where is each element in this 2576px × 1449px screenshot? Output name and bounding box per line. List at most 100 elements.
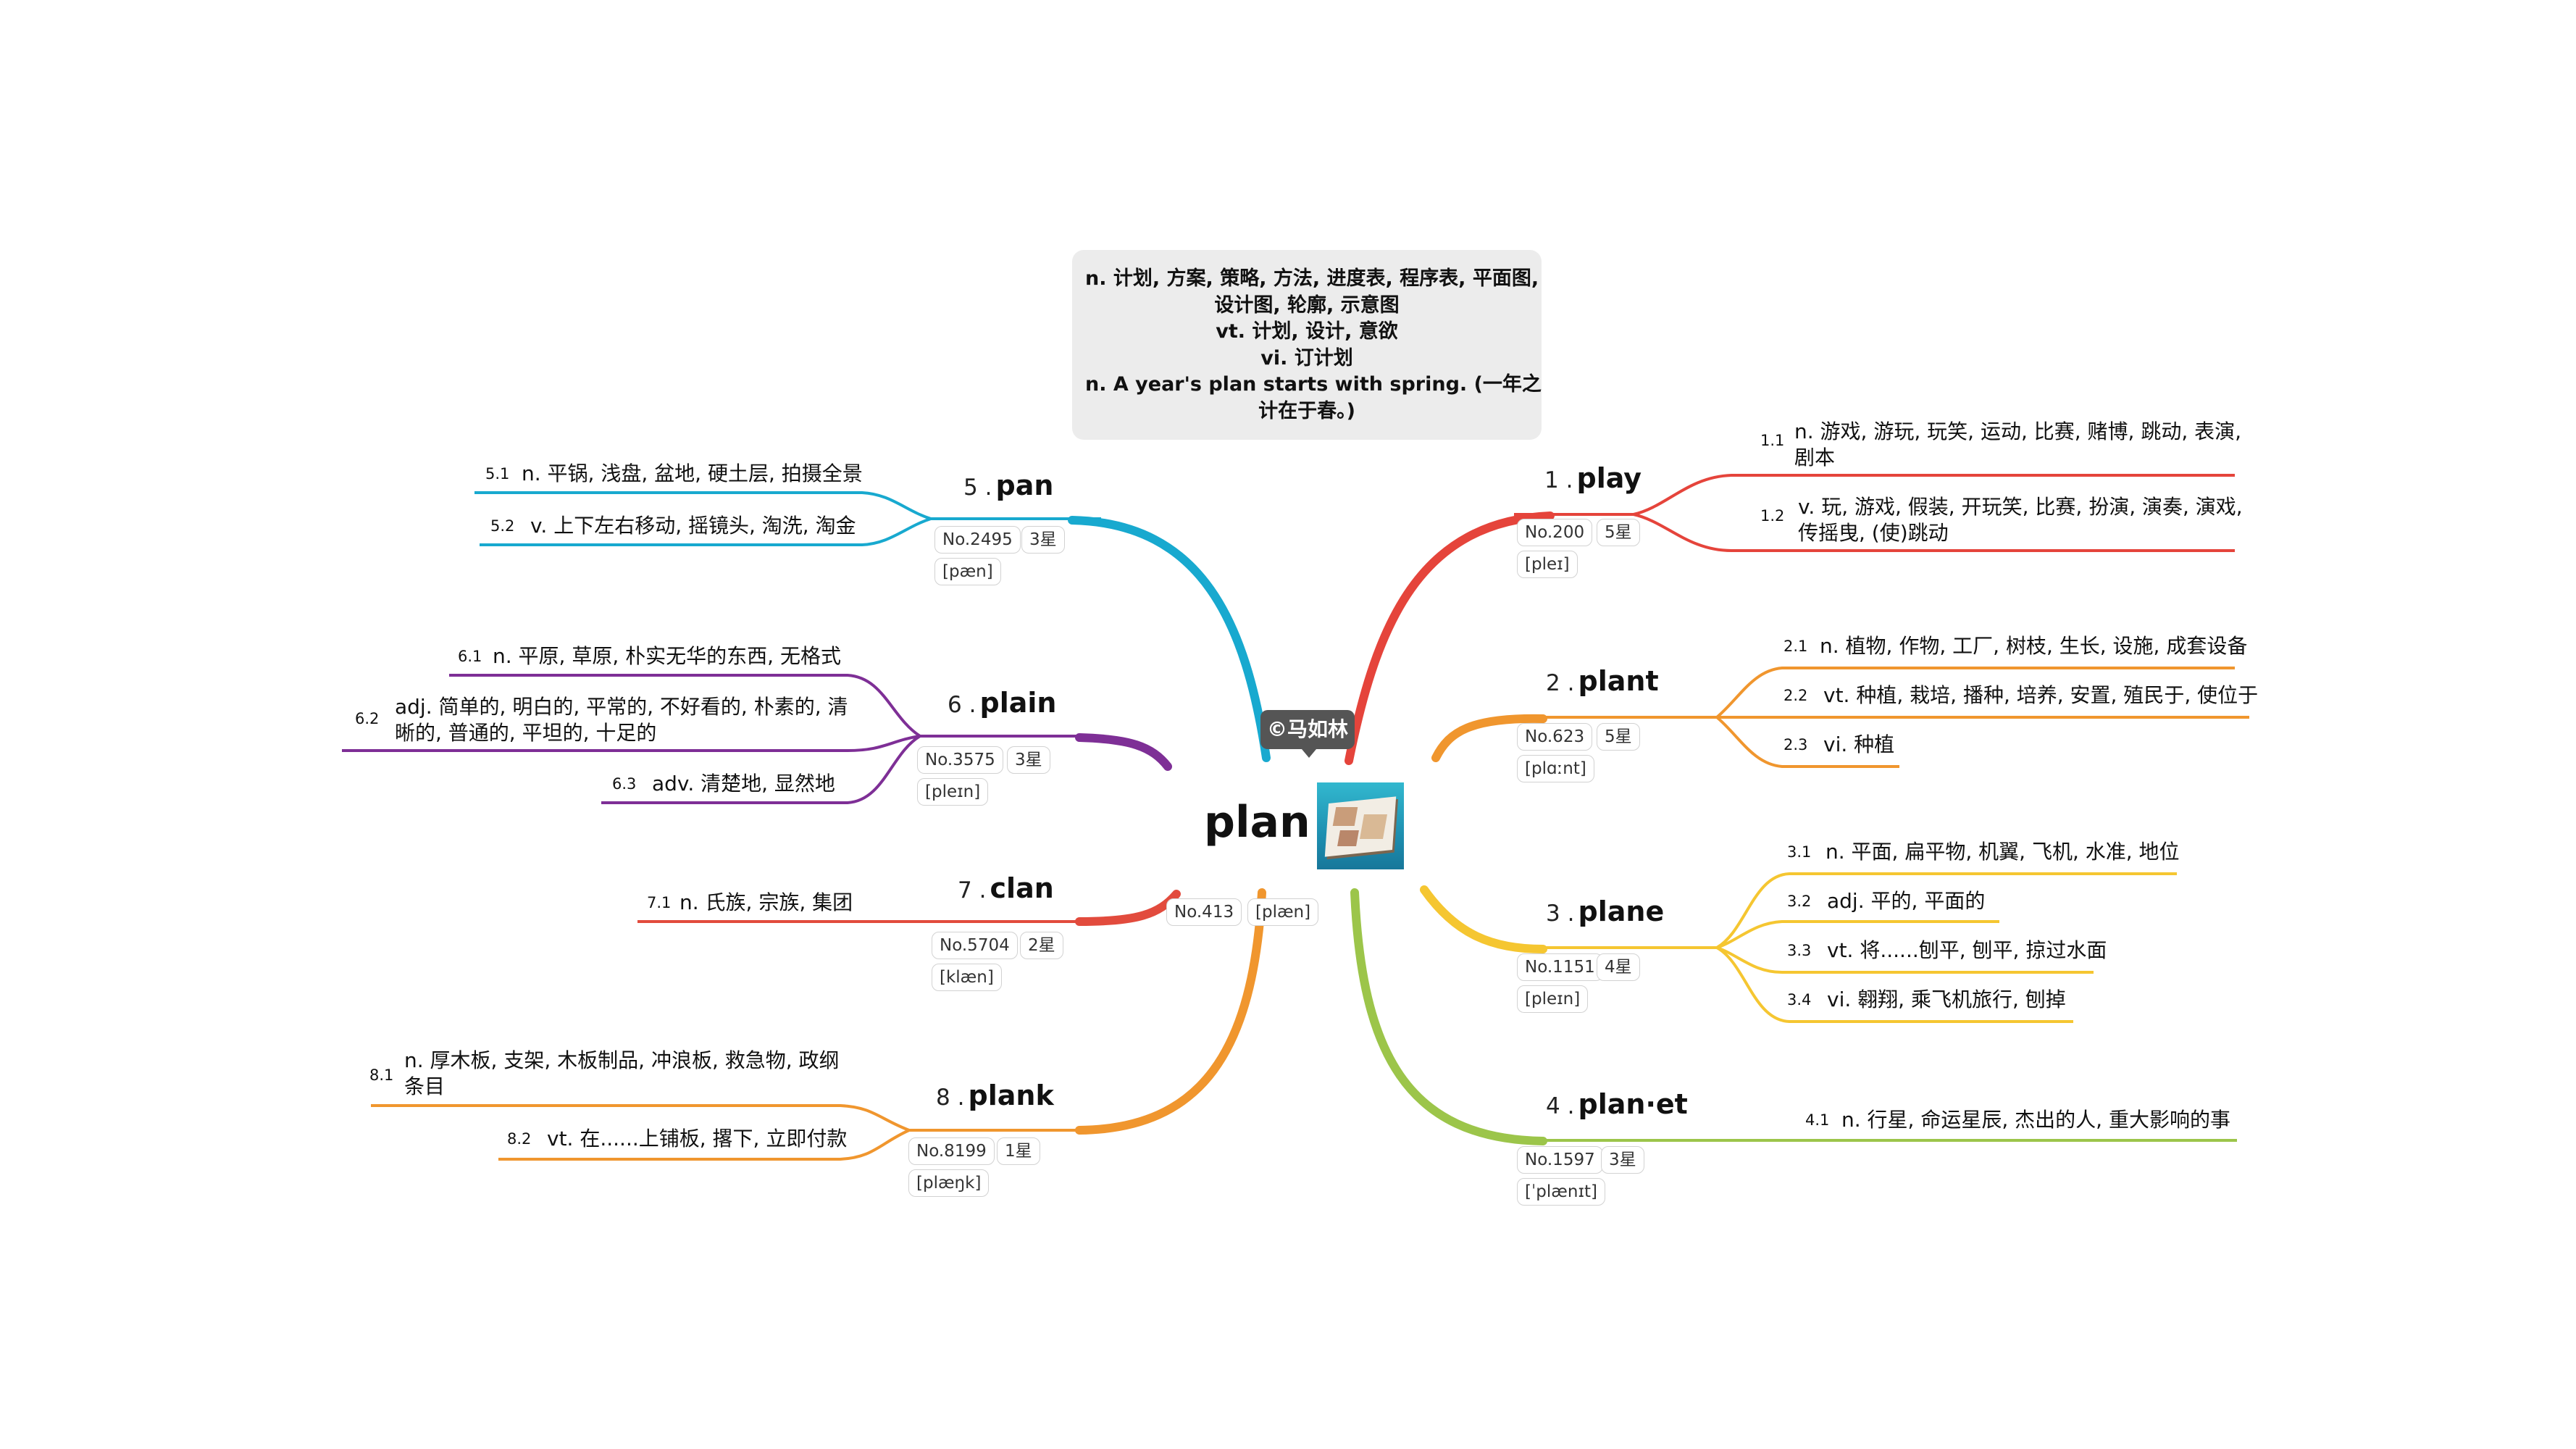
- star-tag: 2星: [1020, 932, 1063, 959]
- sense-text: vi. 种植: [1823, 732, 1895, 756]
- phonetic-tag: [ˈplænɪt]: [1517, 1178, 1605, 1206]
- branch-line-plain: [1075, 733, 1172, 771]
- phonetic-tag: [plæŋk]: [908, 1169, 990, 1197]
- house-floor-plan-image: [1317, 782, 1404, 869]
- sense-line: 传摇曳, (使)跳动: [1798, 521, 1949, 545]
- rank-tag: No.200: [1517, 519, 1593, 546]
- branch-number: 1 .: [1544, 467, 1573, 493]
- branch-line-plant: [1431, 714, 1547, 762]
- phonetic-tag: [plɑːnt]: [1517, 755, 1594, 782]
- rank-tag: No.623: [1517, 723, 1593, 751]
- definitions-note: n. 计划, 方案, 策略, 方法, 进度表, 程序表, 平面图, 设计图, 轮…: [1072, 250, 1542, 440]
- sense-number: 1.2: [1760, 507, 1785, 525]
- rank-tag: No.2495: [934, 526, 1021, 554]
- sense-line: 晰的, 普通的, 平坦的, 十足的: [395, 721, 657, 745]
- sense-number: 4.1: [1805, 1111, 1830, 1129]
- definition-line: n. A year's plan starts with spring. (一年…: [1085, 373, 1542, 396]
- sense-text: vt. 在......上铺板, 撂下, 立即付款: [547, 1127, 848, 1151]
- sense-text: n. 平面, 扁平物, 机翼, 飞机, 水准, 地位: [1826, 840, 2180, 864]
- branch-play[interactable]: 1 . play: [1544, 462, 1642, 494]
- subline-3-3: [1716, 946, 2094, 974]
- branch-number: 4 .: [1546, 1093, 1575, 1119]
- sense-line: adj. 简单的, 明白的, 平常的, 不好看的, 朴素的, 清: [395, 695, 848, 719]
- star-tag: 3星: [1007, 746, 1050, 774]
- subline-6-3: [601, 735, 921, 804]
- rank-tag: No.5704: [932, 932, 1018, 959]
- definition-line: 设计图, 轮廓, 示意图: [1214, 293, 1400, 317]
- branch-planet[interactable]: 4 . plan·et: [1546, 1088, 1688, 1120]
- subline-1-1: [1633, 474, 2235, 516]
- sense-text: v. 玩, 游戏, 假装, 开玩笑, 比赛, 扮演, 演奏, 演戏, 传摇曳, …: [1798, 494, 2243, 546]
- sense-text: adj. 平的, 平面的: [1827, 889, 1986, 913]
- definition-line: vt. 计划, 设计, 意欲: [1216, 320, 1398, 343]
- branch-clan[interactable]: 7 . clan: [958, 872, 1054, 904]
- subline-8-1: [371, 1104, 910, 1132]
- center-word[interactable]: plan: [1204, 797, 1310, 848]
- branch-number: 8 .: [936, 1085, 965, 1111]
- branch-pan[interactable]: 5 . pan: [963, 469, 1053, 501]
- sense-number: 3.1: [1787, 843, 1812, 861]
- subline-2-1: [1715, 667, 2235, 719]
- phonetic-tag: [pæn]: [934, 558, 1001, 585]
- branch-word: plant: [1578, 665, 1659, 697]
- phonetic-tag: [pleɪ]: [1517, 551, 1578, 578]
- subline-3-2: [1716, 920, 1999, 949]
- star-tag: 3星: [1021, 526, 1065, 554]
- sense-number: 1.1: [1760, 432, 1785, 449]
- rank-tag: No.8199: [908, 1137, 995, 1165]
- definition-line: 计在于春。): [1258, 399, 1355, 422]
- branch-word: plan·et: [1578, 1088, 1688, 1120]
- sense-number: 5.1: [485, 465, 510, 483]
- phonetic-tag: [klæn]: [932, 964, 1002, 991]
- branch-line-plank: [1075, 888, 1266, 1135]
- branch-word: plane: [1578, 895, 1665, 927]
- sense-number: 3.2: [1787, 893, 1812, 910]
- rank-tag: No.1151: [1517, 953, 1603, 981]
- sense-number: 5.2: [490, 517, 515, 535]
- branch-plant[interactable]: 2 . plant: [1546, 665, 1659, 697]
- sense-text: n. 平原, 草原, 朴实无华的东西, 无格式: [493, 644, 841, 668]
- branch-line-pan: [1068, 516, 1271, 762]
- subline-8-2: [498, 1129, 910, 1161]
- subline-6-1: [449, 674, 921, 738]
- sense-text: vt. 将......刨平, 刨平, 掠过水面: [1827, 938, 2107, 962]
- branch-word: pan: [995, 469, 1054, 501]
- sense-text: n. 平锅, 浅盘, 盆地, 硬土层, 拍摄全景: [522, 462, 863, 485]
- sense-number: 2.2: [1783, 687, 1808, 704]
- sense-text: adv. 清楚地, 显然地: [652, 772, 835, 796]
- sense-line: n. 游戏, 游玩, 玩笑, 运动, 比赛, 赌博, 跳动, 表演,: [1794, 419, 2242, 443]
- center-number-tag: No.413: [1166, 898, 1242, 926]
- subline-6-2: [342, 735, 921, 752]
- phonetic-tag: [pleɪn]: [917, 778, 989, 806]
- star-tag: 5星: [1597, 723, 1640, 751]
- phonetic-tag: [pleɪn]: [1517, 985, 1589, 1013]
- branch-number: 7 .: [958, 877, 987, 903]
- branch-word: play: [1576, 462, 1642, 494]
- definition-line: n. 计划, 方案, 策略, 方法, 进度表, 程序表, 平面图,: [1085, 267, 1539, 290]
- sense-number: 6.3: [612, 775, 637, 793]
- branch-word: plank: [968, 1080, 1054, 1111]
- branch-number: 3 .: [1546, 901, 1575, 927]
- sense-number: 3.3: [1787, 942, 1812, 959]
- sense-text: n. 行星, 命运星辰, 杰出的人, 重大影响的事: [1841, 1108, 2230, 1132]
- subline-5-2: [480, 517, 932, 546]
- sense-number: 6.2: [355, 710, 380, 727]
- sense-text: v. 上下左右移动, 摇镜头, 淘洗, 淘金: [530, 514, 856, 538]
- rank-tag: No.1597: [1517, 1146, 1603, 1174]
- sense-text: vi. 翱翔, 乘飞机旅行, 刨掉: [1827, 987, 2066, 1011]
- branch-plane[interactable]: 3 . plane: [1546, 895, 1664, 927]
- branch-plain[interactable]: 6 . plain: [948, 687, 1056, 719]
- branch-plank[interactable]: 8 . plank: [936, 1080, 1054, 1111]
- branch-number: 2 .: [1546, 670, 1575, 696]
- star-tag: 1星: [997, 1137, 1040, 1165]
- sense-text: n. 厚木板, 支架, 木板制品, 冲浪板, 救急物, 政纲 条目: [404, 1048, 840, 1100]
- sense-line: 剧本: [1794, 446, 1836, 469]
- subline-2-3: [1715, 716, 1899, 768]
- branch-line-plane: [1420, 885, 1547, 953]
- branch-word: plain: [979, 687, 1057, 719]
- sense-text: n. 游戏, 游玩, 玩笑, 运动, 比赛, 赌博, 跳动, 表演, 剧本: [1794, 419, 2241, 471]
- sense-number: 6.1: [458, 648, 482, 665]
- center-phonetic-tag: [plæn]: [1247, 898, 1319, 926]
